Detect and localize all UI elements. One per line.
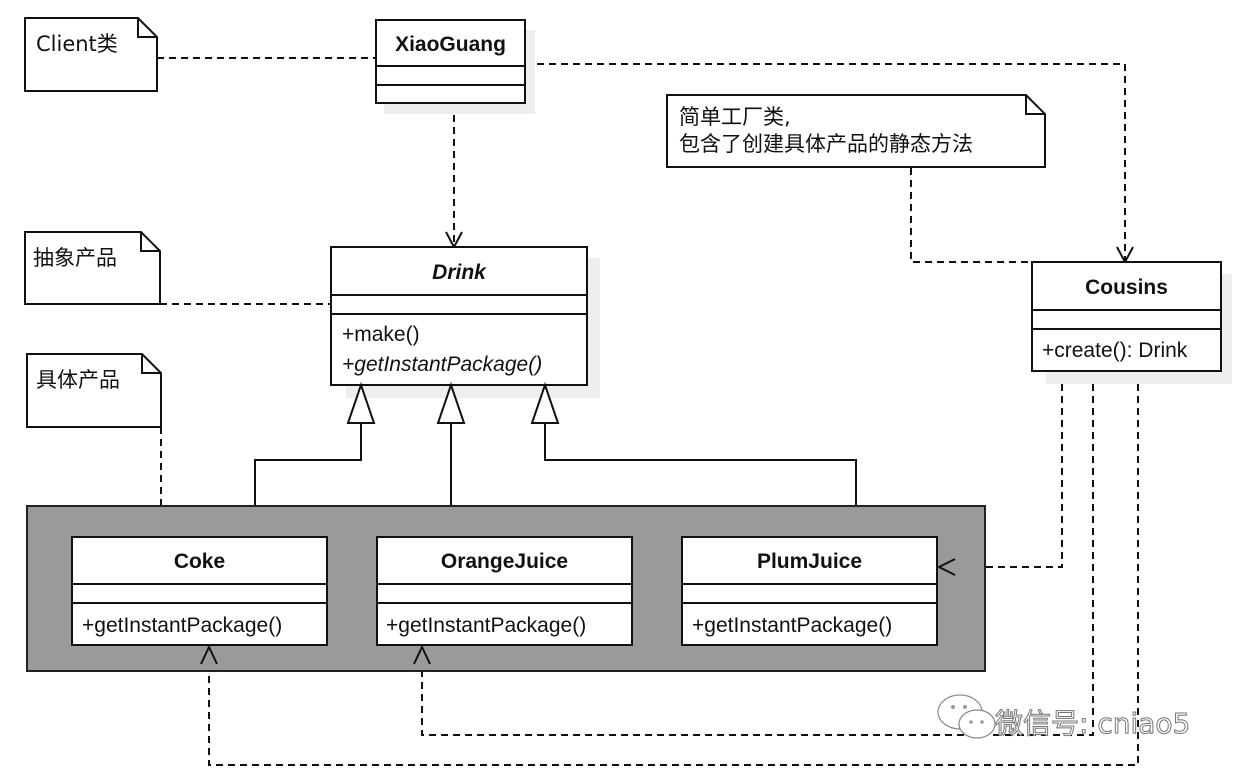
class-cousins: Cousins +create(): Drink (1031, 261, 1232, 384)
note-simple-factory: 简单工厂类, 包含了创建具体产品的静态方法 (666, 94, 1046, 168)
class-name: PlumJuice (757, 550, 862, 573)
dep-xiaoguang-cousins (525, 63, 1126, 262)
note-factory-line1: 简单工厂类, (679, 105, 791, 129)
open-arrow-icon (936, 558, 956, 576)
class-name: Cousins (1085, 276, 1168, 299)
gen-plumjuice-drink (544, 423, 857, 537)
note-concrete-product-text: 具体产品 (36, 368, 120, 392)
watermark: 微信号: cniao5 (937, 694, 1191, 741)
open-arrow-icon (200, 644, 218, 665)
class-coke: Coke +getInstantPackage() (71, 536, 328, 646)
note-client: Client类 (24, 17, 158, 92)
generalization-arrow-icon (530, 381, 560, 424)
open-arrow-icon (413, 644, 431, 665)
class-name: OrangeJuice (441, 550, 568, 573)
watermark-text: 微信号: cniao5 (995, 707, 1190, 740)
note-abstract-product: 抽象产品 (24, 231, 161, 305)
note-concrete-product: 具体产品 (26, 353, 162, 428)
note-client-text: Client类 (36, 32, 118, 56)
dep-cousins-orangejuice (421, 372, 1094, 736)
operation: +getInstantPackage() (386, 614, 586, 637)
class-drink: Drink +make() +getInstantPackage() (330, 246, 600, 398)
wechat-icon (937, 694, 996, 739)
class-xiaoguang: XiaoGuang (375, 19, 535, 114)
class-name: Drink (432, 261, 487, 284)
class-name: XiaoGuang (395, 33, 506, 56)
class-name: Coke (174, 550, 225, 573)
operation: +getInstantPackage() (82, 614, 282, 637)
class-orangejuice: OrangeJuice +getInstantPackage() (376, 536, 633, 646)
operation: +make() (342, 323, 420, 346)
operation: +getInstantPackage() (342, 353, 542, 376)
note-link-factory (910, 168, 1032, 263)
operation: +create(): Drink (1042, 339, 1188, 362)
generalization-arrow-icon (346, 381, 376, 424)
dep-cousins-coke (208, 372, 1139, 766)
note-abstract-product-text: 抽象产品 (33, 246, 117, 270)
class-plumjuice: PlumJuice +getInstantPackage() (681, 536, 938, 646)
operation: +getInstantPackage() (692, 614, 892, 637)
generalization-arrow-icon (436, 381, 466, 424)
note-factory-line2: 包含了创建具体产品的静态方法 (679, 132, 973, 156)
gen-coke-drink (254, 423, 362, 537)
